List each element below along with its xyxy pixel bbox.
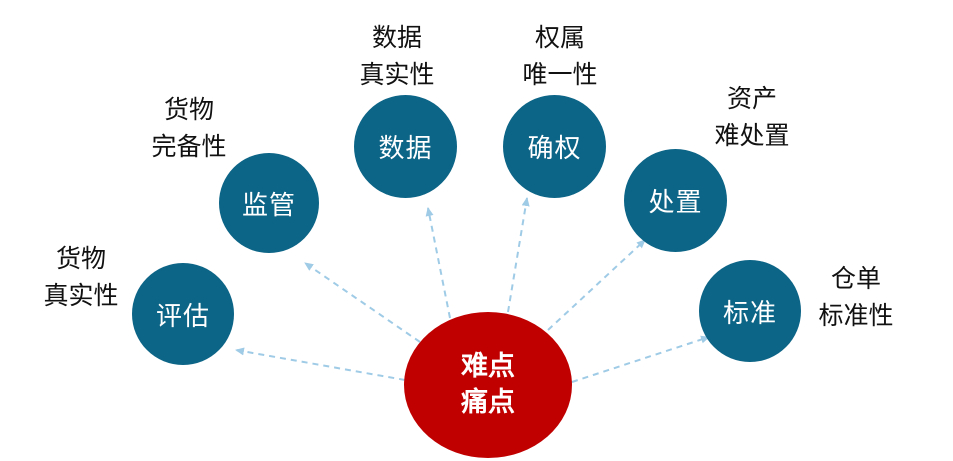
node-biaozhun: 标准 xyxy=(699,260,801,362)
arrow-to-jianguan xyxy=(304,262,421,343)
caption-shuju-line2: 真实性 xyxy=(359,60,435,89)
caption-pinggu-line2: 真实性 xyxy=(43,281,119,310)
node-jianguan-label: 监管 xyxy=(241,190,296,221)
caption-biaozhun-line1: 仓单 xyxy=(830,264,881,293)
arrow-to-biaozhun xyxy=(571,335,710,383)
caption-quequan: 权属 唯一性 xyxy=(505,19,615,93)
center-node: 难点 痛点 xyxy=(404,312,572,458)
center-label-line1: 难点 xyxy=(461,351,515,382)
node-shuju-label: 数据 xyxy=(378,134,433,164)
node-jianguan: 监管 xyxy=(219,153,319,253)
node-quequan-label: 确权 xyxy=(527,134,582,164)
node-quequan: 确权 xyxy=(503,95,606,198)
arrows-group xyxy=(235,197,710,383)
caption-jianguan: 货物 完备性 xyxy=(134,91,244,165)
caption-chuzhi-line2: 难处置 xyxy=(714,121,790,150)
node-chuzhi: 处置 xyxy=(624,149,727,252)
caption-biaozhun: 仓单 标准性 xyxy=(800,260,912,334)
arrow-to-chuzhi xyxy=(547,239,646,331)
caption-chuzhi-line1: 资产 xyxy=(726,84,777,113)
caption-quequan-line1: 权属 xyxy=(534,23,585,52)
caption-biaozhun-line2: 标准性 xyxy=(818,301,894,330)
arrow-to-pinggu xyxy=(235,347,406,381)
caption-shuju: 数据 真实性 xyxy=(342,19,452,93)
caption-shuju-line1: 数据 xyxy=(371,23,422,52)
caption-jianguan-line2: 完备性 xyxy=(151,132,227,161)
caption-pinggu: 货物 真实性 xyxy=(26,240,136,314)
node-biaozhun-label: 标准 xyxy=(722,298,777,329)
caption-jianguan-line1: 货物 xyxy=(163,95,214,124)
node-chuzhi-label: 处置 xyxy=(648,188,703,218)
caption-chuzhi: 资产 难处置 xyxy=(697,80,807,154)
arrow-to-shuju xyxy=(425,207,451,319)
node-pinggu: 评估 xyxy=(132,263,234,365)
caption-quequan-line2: 唯一性 xyxy=(522,60,598,89)
caption-pinggu-line1: 货物 xyxy=(55,244,106,273)
node-shuju: 数据 xyxy=(354,95,457,198)
node-pinggu-label: 评估 xyxy=(155,301,210,332)
center-label-line2: 痛点 xyxy=(461,387,515,418)
arrow-to-quequan xyxy=(507,197,530,313)
